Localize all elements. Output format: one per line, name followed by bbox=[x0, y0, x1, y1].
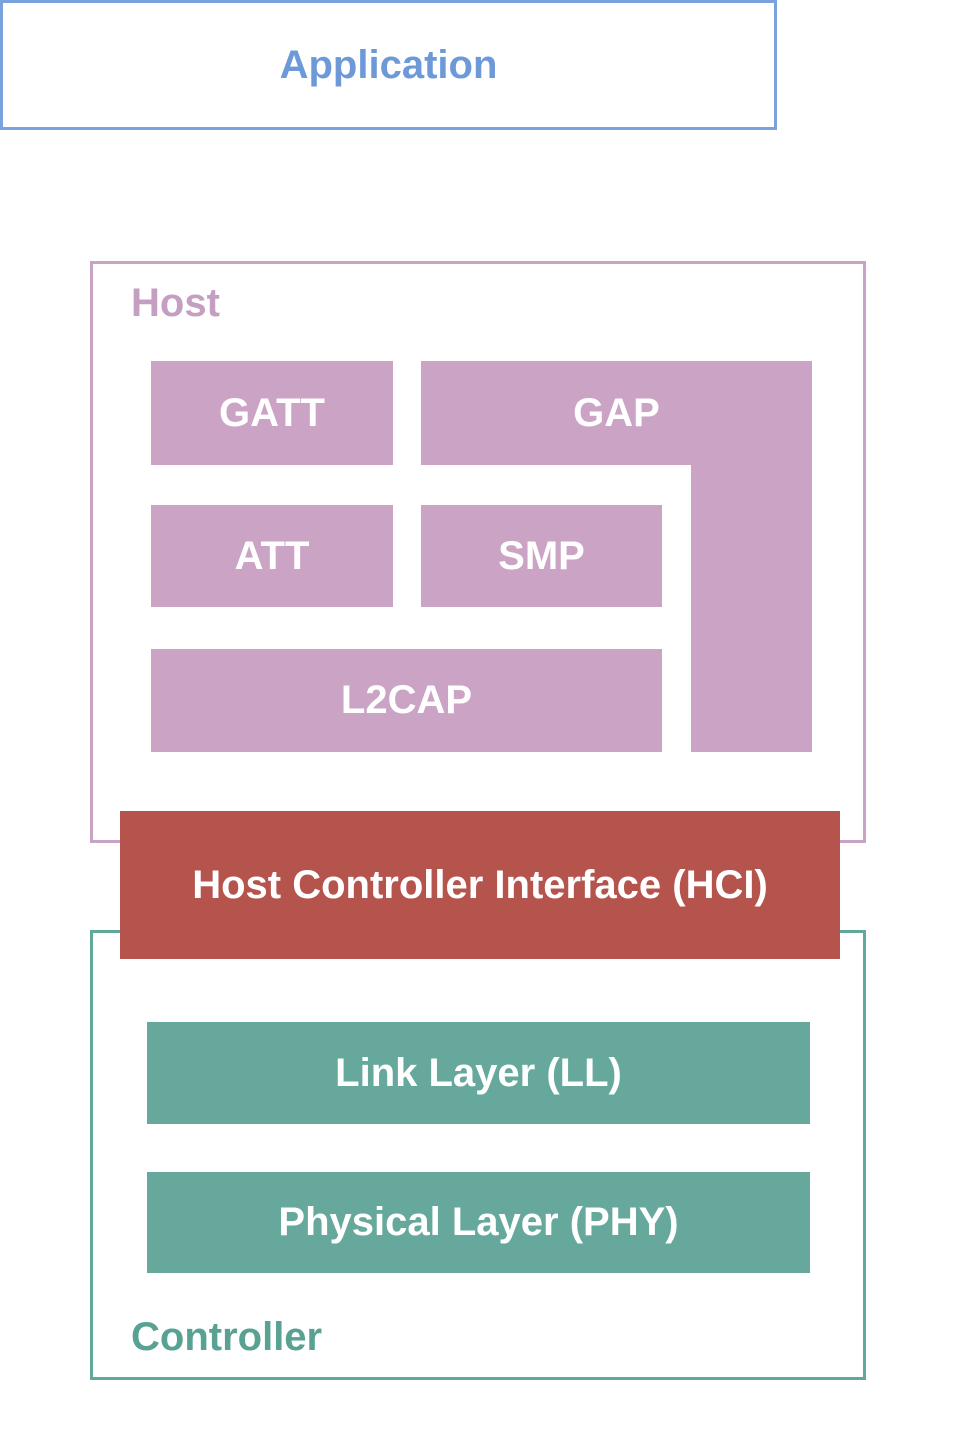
controller-label: Controller bbox=[131, 1315, 323, 1359]
application-label: Application bbox=[279, 42, 498, 87]
att-block: ATT bbox=[151, 505, 393, 607]
gap-label: GAP bbox=[573, 390, 660, 435]
gatt-label: GATT bbox=[219, 390, 325, 435]
physical-layer-label: Physical Layer (PHY) bbox=[278, 1200, 679, 1244]
link-layer-label: Link Layer (LL) bbox=[335, 1050, 622, 1095]
att-label: ATT bbox=[234, 533, 310, 578]
physical-layer-block: Physical Layer (PHY) bbox=[147, 1172, 810, 1273]
controller-box bbox=[90, 930, 866, 1380]
hci-bar: Host Controller Interface (HCI) bbox=[120, 811, 840, 959]
smp-block: SMP bbox=[421, 505, 662, 607]
l2cap-block: L2CAP bbox=[151, 649, 662, 752]
application-box: Application bbox=[0, 0, 777, 130]
l2cap-label: L2CAP bbox=[340, 678, 473, 722]
link-layer-block: Link Layer (LL) bbox=[147, 1022, 810, 1124]
gatt-block: GATT bbox=[151, 361, 393, 465]
hci-label: Host Controller Interface (HCI) bbox=[192, 862, 768, 907]
smp-label: SMP bbox=[498, 533, 585, 578]
host-label: Host bbox=[131, 281, 220, 325]
gap-block-vertical-extension bbox=[691, 361, 812, 752]
